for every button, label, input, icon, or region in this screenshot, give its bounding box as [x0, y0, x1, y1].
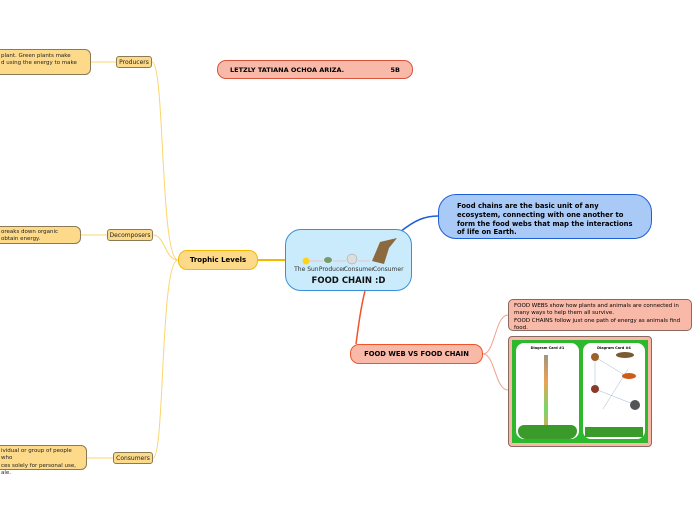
eagle-icon	[372, 238, 397, 264]
diagram-card-4: Diagram Card #4	[583, 343, 645, 439]
sun-icon	[302, 257, 310, 265]
consumers-node[interactable]: Consumers	[113, 452, 153, 464]
central-title: FOOD CHAIN :D	[311, 276, 386, 286]
trophic-levels-node[interactable]: Trophic Levels	[178, 250, 258, 270]
rabbit-icon	[346, 253, 358, 265]
author-group: 5B	[390, 65, 400, 74]
definition-node[interactable]: Food chains are the basic unit of any ec…	[438, 194, 652, 239]
central-node[interactable]: The Sun Producer Consumer Consumer FOOD …	[285, 229, 412, 291]
decomposers-node[interactable]: Decomposers	[107, 229, 153, 241]
producers-node[interactable]: Producers	[116, 56, 152, 68]
label-consumer: Consumer	[343, 266, 375, 273]
author-name: LETZLY TATIANA OCHOA ARIZA.	[230, 65, 345, 74]
food-chain-illustration	[302, 238, 397, 265]
food-chain-labels: The Sun Producer Consumer Consumer	[290, 266, 407, 274]
food-web-image[interactable]: Diagram Card #1 Diagram Card #4	[508, 336, 652, 447]
food-web-vs-chain-node[interactable]: FOOD WEB VS FOOD CHAIN	[350, 344, 483, 364]
food-web-note[interactable]: FOOD WEBS show how plants and animals ar…	[508, 299, 692, 331]
author-node[interactable]: LETZLY TATIANA OCHOA ARIZA. 5B	[217, 60, 413, 79]
label-sun: The Sun	[294, 266, 319, 273]
label-producer: Producer	[318, 266, 346, 273]
plant-icon	[324, 257, 332, 263]
label-consumer-2: Consumer	[372, 266, 404, 273]
diagram-card-1: Diagram Card #1	[516, 343, 579, 439]
